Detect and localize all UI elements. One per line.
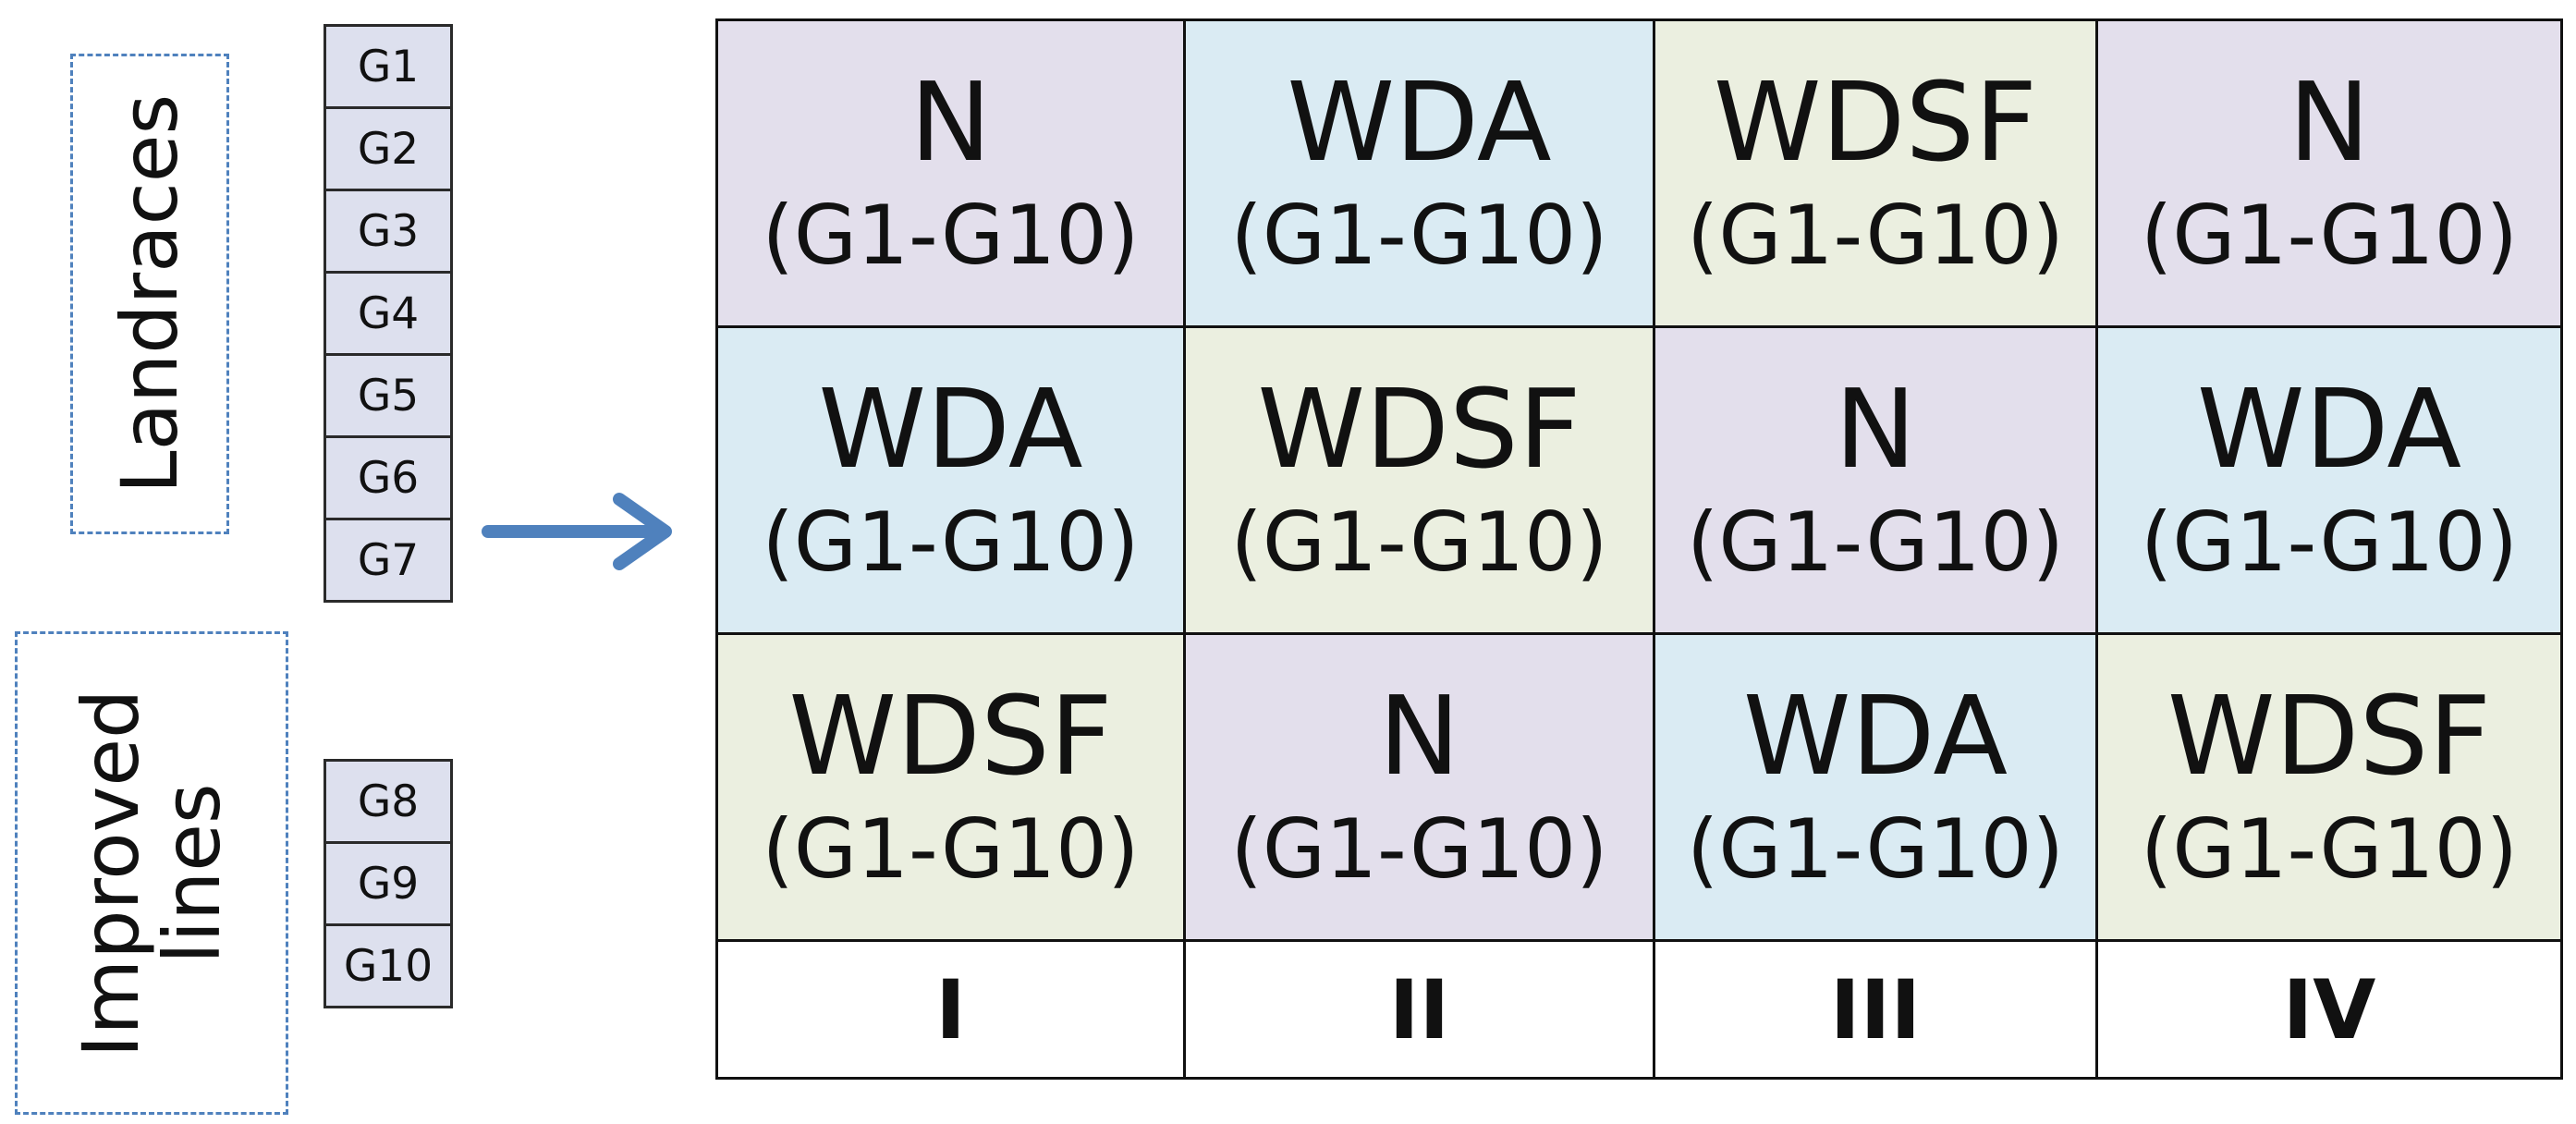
genotype-range-label: (G1-G10) [2141, 801, 2518, 898]
plot-cell: WDSF(G1-G10) [1186, 328, 1653, 632]
genotype-range-label: (G1-G10) [1230, 495, 1608, 591]
block-label: III [1655, 942, 2095, 1077]
genotype-range-label: (G1-G10) [1230, 801, 1608, 898]
plot-cell: N(G1-G10) [1186, 635, 1653, 939]
genotype-label: G9 [324, 841, 453, 926]
improved-lines-label-line-1: Improved [65, 689, 156, 1057]
treatment-label: WDA [818, 364, 1083, 493]
genotype-label: G8 [324, 759, 453, 844]
improved-lines-label-line-2: lines [147, 782, 238, 964]
genotype-range-label: (G1-G10) [762, 801, 1140, 898]
genotype-label: G6 [324, 435, 453, 520]
plot-cell: WDA(G1-G10) [1186, 21, 1653, 325]
field-layout-grid: N(G1-G10)WDA(G1-G10)WDSF(G1-G10)N(G1-G10… [715, 18, 2563, 1080]
landraces-label: Landraces [104, 93, 195, 495]
arrow-right-icon [482, 493, 672, 570]
genotype-range-label: (G1-G10) [2141, 188, 2518, 284]
genotype-range-label: (G1-G10) [1687, 188, 2064, 284]
genotype-label: G3 [324, 189, 453, 274]
landraces-label-line: Landraces [104, 93, 195, 495]
genotype-label: G7 [324, 518, 453, 603]
treatment-label: WDSF [1713, 57, 2038, 186]
plot-cell: WDSF(G1-G10) [1655, 21, 2095, 325]
plot-cell: WDA(G1-G10) [718, 328, 1183, 632]
plot-cell: N(G1-G10) [1655, 328, 2095, 632]
plot-cell: WDA(G1-G10) [2098, 328, 2560, 632]
treatment-label: N [910, 57, 992, 186]
treatment-label: WDA [1742, 671, 2008, 800]
genotype-range-label: (G1-G10) [1687, 495, 2064, 591]
treatment-label: WDA [1287, 57, 1552, 186]
block-label: IV [2098, 942, 2560, 1077]
treatment-label: N [1378, 671, 1460, 800]
improved-lines-group-box: Improved lines [15, 631, 288, 1115]
treatment-label: N [1834, 364, 1917, 493]
genotype-label: G1 [324, 24, 453, 109]
treatment-label: WDSF [788, 671, 1113, 800]
block-label: II [1186, 942, 1653, 1077]
improved-lines-label: Improved lines [65, 689, 238, 1057]
genotype-label: G4 [324, 271, 453, 356]
plot-cell: N(G1-G10) [2098, 21, 2560, 325]
plot-cell: WDA(G1-G10) [1655, 635, 2095, 939]
genotype-label: G10 [324, 923, 453, 1008]
treatment-label: WDSF [2167, 671, 2492, 800]
treatment-label: WDA [2196, 364, 2462, 493]
treatment-label: N [2288, 57, 2371, 186]
genotype-label: G5 [324, 353, 453, 438]
plot-cell: WDSF(G1-G10) [718, 635, 1183, 939]
plot-cell: N(G1-G10) [718, 21, 1183, 325]
genotype-range-label: (G1-G10) [1687, 801, 2064, 898]
genotype-range-label: (G1-G10) [1230, 188, 1608, 284]
plot-cell: WDSF(G1-G10) [2098, 635, 2560, 939]
block-label: I [718, 942, 1183, 1077]
genotype-label: G2 [324, 106, 453, 191]
landraces-group-box: Landraces [70, 54, 229, 534]
genotype-range-label: (G1-G10) [2141, 495, 2518, 591]
treatment-label: WDSF [1257, 364, 1581, 493]
genotype-range-label: (G1-G10) [762, 188, 1140, 284]
genotype-range-label: (G1-G10) [762, 495, 1140, 591]
